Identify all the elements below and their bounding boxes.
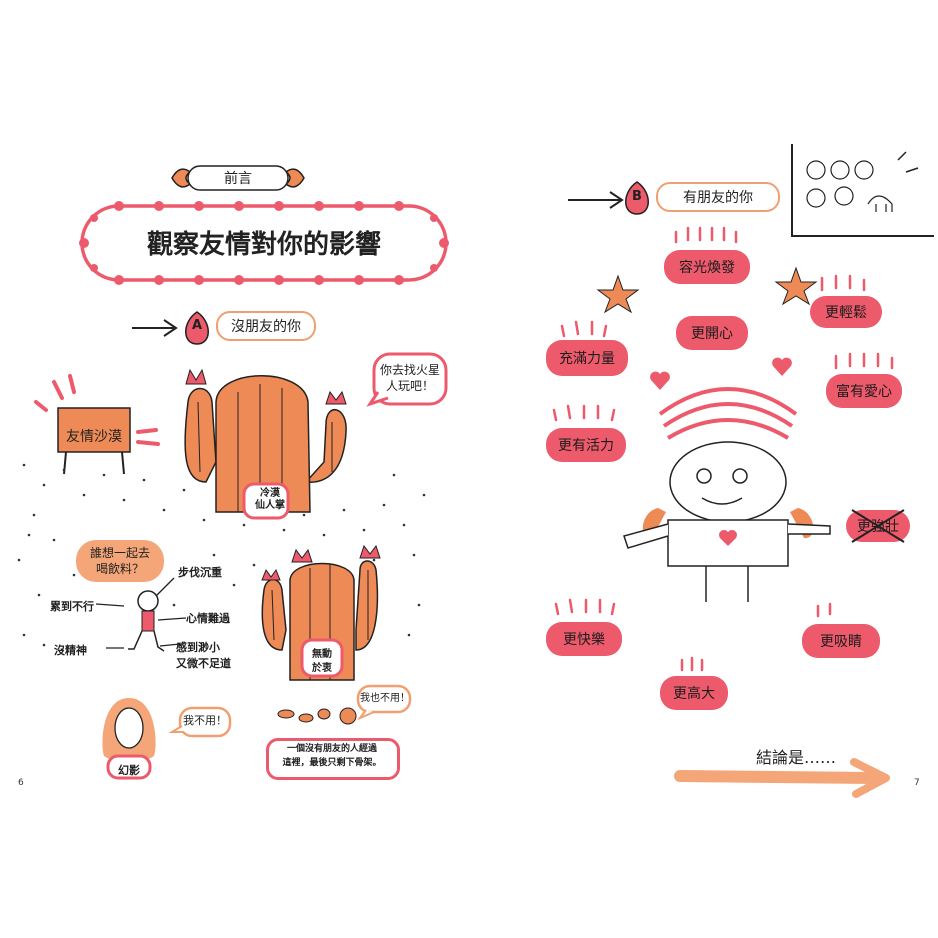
phantom-label: 幻影 [118,764,140,777]
small-cactus-label: 無動 於衷 [312,649,332,674]
speech-drink-text: 誰想一起去 喝飲料？ [89,546,150,576]
preface-ribbon-icon [171,165,305,191]
annotation-feel-small: 感到渺小 又微不足道 [176,641,231,670]
trait-energetic: 更有活力 [546,428,626,462]
annotation-sad-mood: 心情難過 [186,612,230,625]
bones-icon [277,707,357,725]
small-cactus-icon [261,544,381,681]
desert-sign-icon [34,374,160,475]
phantom-figure-icon [102,698,156,780]
section-b-badge-icon [625,181,649,215]
friends-picture-icon [791,144,934,237]
arrow-right-icon [568,191,624,209]
cross-out-icon [851,509,905,543]
speech-drink-bubble [76,540,164,582]
speech-mars-text: 你去找火星 人玩吧！ [379,363,440,393]
trait-strength: 充滿力量 [546,340,628,376]
annotation-arrows [95,577,187,649]
trait-relaxed: 更輕鬆 [810,296,882,328]
section-b-badge: B [632,189,642,204]
speech-me-neither: 我也不用！ [360,693,410,704]
sand-dots [17,463,426,647]
conclusion-arrow-icon [674,758,890,798]
section-a-badge: A [191,318,203,333]
section-a-badge-icon [185,311,209,345]
annotation-no-energy: 沒精神 [54,644,87,657]
title-frame [79,201,449,285]
speech-no-need-bubble [168,706,232,738]
preface-label: 前言 [224,171,252,187]
desert-sign-label: 友情沙漠 [66,429,122,445]
heart-icon [772,357,792,376]
big-cactus-label: 冷漠 仙人掌 [255,488,285,511]
trait-taller: 更高大 [660,676,728,710]
happy-figure-icon [623,387,831,602]
radiance-lines [552,226,894,672]
footnote-text: 一個沒有朋友的人經過 這裡，最後只剩下骨架。 [282,744,382,768]
page-number-right: 7 [914,778,920,788]
trait-glowing: 容光煥發 [664,250,750,284]
star-icon [774,266,818,306]
star-icon [596,274,640,314]
trait-loving: 富有愛心 [826,374,902,408]
page-number-left: 6 [18,778,24,788]
section-b-label: 有朋友的你 [656,182,780,212]
speech-no-need: 我不用！ [183,714,227,727]
trait-eyecatching: 更吸睛 [802,624,880,658]
lonely-figure-icon [128,590,165,652]
speech-me-neither-bubble [356,684,412,721]
annotation-extreme-bad: 累到不行 [50,600,94,613]
footnote-box [266,738,400,780]
section-a-label: 沒朋友的你 [216,311,316,341]
page-title: 觀察友情對你的影響 [146,230,381,260]
trait-happier: 更開心 [676,316,748,350]
big-cactus-icon [184,368,347,520]
heart-icon [650,371,670,390]
conclusion-text: 結論是…… [756,748,837,767]
annotation-heavy-steps: 步伐沉重 [178,566,222,579]
speech-bubble-mars [366,352,448,407]
arrow-right-icon [132,319,178,337]
trait-joyful: 更快樂 [546,622,622,656]
